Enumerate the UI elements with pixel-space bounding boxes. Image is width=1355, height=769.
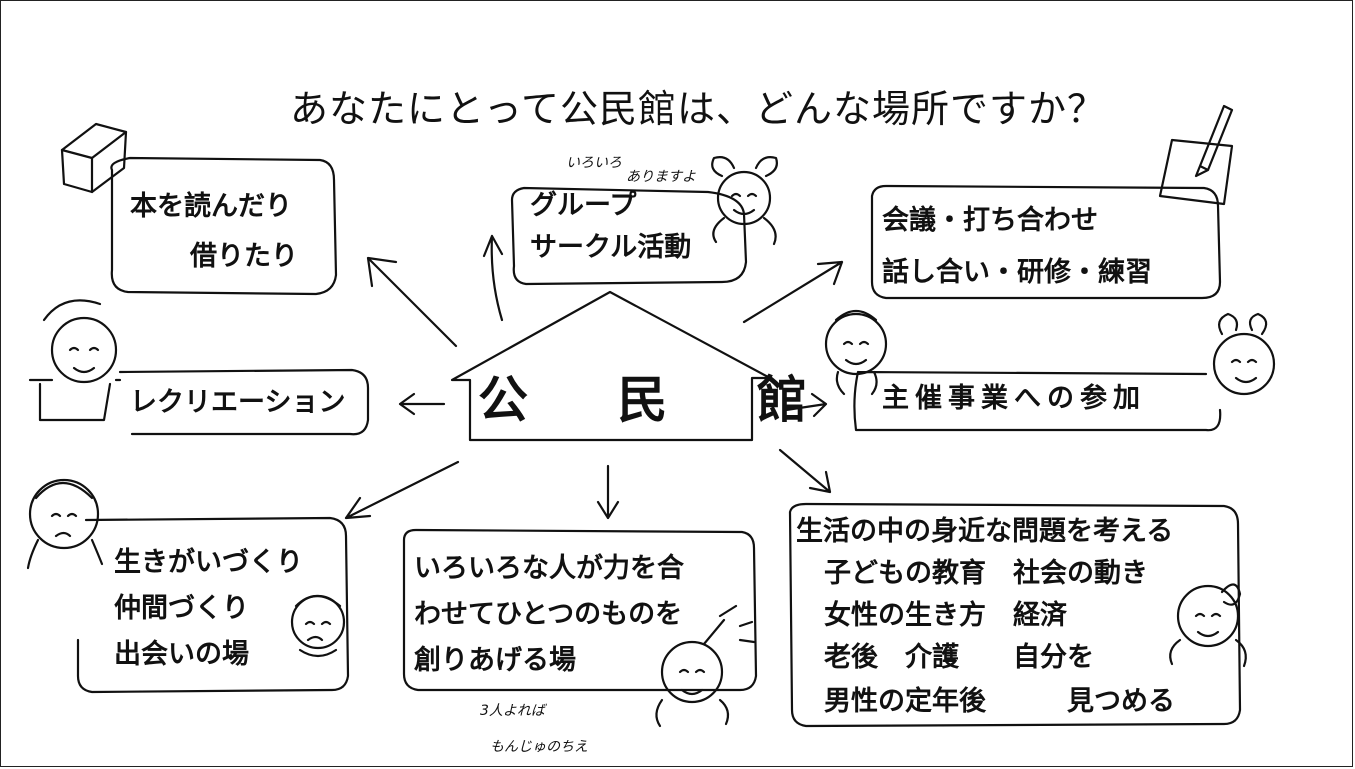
sponsored-label: 主催事業への参加 [882,383,1146,414]
reading-box [110,156,338,296]
creation-line-3: 創りあげる場 [414,645,576,676]
creation-line-2: わせてひとつのものを [414,599,683,630]
purpose-box [76,516,350,694]
center-label: 公 民 館 [478,370,843,429]
creation-box [402,528,758,692]
person-icon [711,156,778,246]
group-line-1: グループ [530,190,637,221]
issues-box [788,502,1242,728]
book-icon [60,122,128,194]
recreation-label: レクリエーション [130,387,346,418]
house-icon [450,290,772,442]
notebook-pencil-icon [1158,104,1234,206]
purpose-line-2: 仲間づくり [114,593,249,624]
group-box [510,186,748,286]
issues-line-2: 子どもの教育 社会の動き [824,558,1148,589]
issues-line-3: 女性の生き方 経済 [824,600,1067,631]
purpose-line-3: 出会いの場 [114,639,249,670]
note-proverb-1: 3人よれば [480,703,545,719]
person-icon [1169,583,1247,668]
note-various-2: ありますよ [626,169,696,185]
reading-line-2: 借りたり [190,241,298,272]
person-icon [655,604,756,728]
meeting-line-1: 会議・打ち合わせ [882,205,1098,236]
meeting-line-2: 話し合い・研修・練習 [882,257,1152,288]
person-icon [28,299,122,422]
issues-line-1: 生活の中の身近な問題を考える [796,516,1174,547]
person-icon [824,309,888,396]
reading-line-1: 本を読んだり [130,191,292,222]
meeting-box [870,184,1222,300]
arrow-icon [344,234,844,520]
creation-line-1: いろいろな人が力を合 [414,553,684,584]
recreation-box [118,368,370,436]
page-title: あなたにとって公民館は、どんな場所ですか？ [290,87,1106,131]
sponsored-box [853,370,1222,432]
group-line-2: サークル活動 [530,232,692,263]
purpose-line-1: 生きがいづくり [114,547,303,578]
person-icon [26,478,104,570]
person-icon [1212,312,1276,396]
issues-line-5: 男性の定年後 見つめる [824,686,1175,717]
issues-line-4: 老後 介護 自分を [824,642,1094,673]
note-proverb-2: もんじゅのちえ [490,739,588,755]
person-icon [290,594,346,658]
note-various-1: いろいろ [566,155,622,171]
